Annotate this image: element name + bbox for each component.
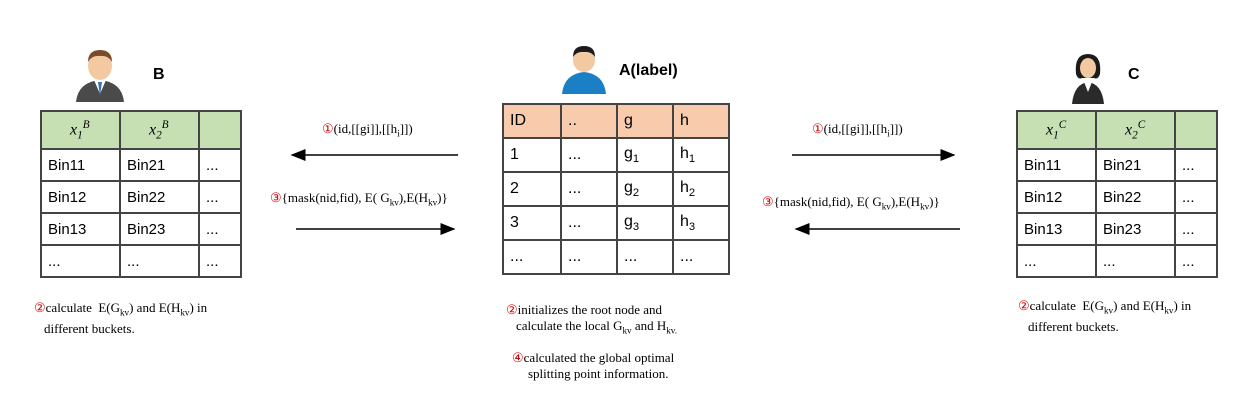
step-marker: ④ [512,350,524,365]
cell: ... [560,205,618,241]
table-row: ......... [1016,244,1218,278]
step1-label-left: ①(id,[[gi]],[[hi]]) [322,121,413,139]
party-b-label: B [153,66,165,83]
cell: ... [672,239,730,275]
step1-label-right: ①(id,[[gi]],[[hi]]) [812,121,903,139]
header-id: ID [502,103,562,139]
party-c-label: C [1128,66,1140,83]
cell: ... [198,244,242,278]
cell: ... [40,244,121,278]
party-a-label: A(label) [619,62,678,79]
step-marker: ② [1018,298,1030,313]
cell: g1 [616,137,674,173]
cell: Bin11 [1016,148,1097,182]
cell: ... [560,137,618,173]
cell: Bin23 [1095,212,1176,246]
cell: ... [502,239,562,275]
cell: Bin23 [119,212,200,246]
step-marker: ③ [270,190,282,205]
cell: ... [198,180,242,214]
cell: 3 [502,205,562,241]
cell: Bin22 [119,180,200,214]
cell: ... [1174,148,1218,182]
header-x1-b: x1B [40,110,121,150]
step-marker: ② [34,300,46,315]
step3-label-left: ③{mask(nid,fid), E( Gkv),E(Hkv)} [270,190,448,208]
step3-label-right: ③{mask(nid,fid), E( Gkv),E(Hkv)} [762,194,940,212]
header-empty-c [1174,110,1218,150]
cell: ... [119,244,200,278]
table-row: ............ [502,239,730,275]
cell: Bin22 [1095,180,1176,214]
header-dots: .. [560,103,618,139]
cell: Bin13 [40,212,121,246]
table-row: ......... [40,244,242,278]
cell: h1 [672,137,730,173]
cell: ... [1174,212,1218,246]
step-marker: ② [506,302,518,317]
cell: ... [198,212,242,246]
user-b-icon [76,50,124,102]
step-marker: ① [322,121,334,136]
cell: Bin11 [40,148,121,182]
header-h: h [672,103,730,139]
cell: h3 [672,205,730,241]
cell: 2 [502,171,562,207]
cell: Bin12 [1016,180,1097,214]
cell: h2 [672,171,730,207]
cell: ... [1095,244,1176,278]
user-c-icon [1072,54,1104,104]
cell: ... [1174,244,1218,278]
step-marker: ① [812,121,824,136]
header-g: g [616,103,674,139]
cell: 1 [502,137,562,173]
cell: ... [1174,180,1218,214]
header-x2-c: x2C [1095,110,1176,150]
cell: ... [616,239,674,275]
cell: g3 [616,205,674,241]
cell: Bin12 [40,180,121,214]
step-marker: ③ [762,194,774,209]
cell: Bin21 [1095,148,1176,182]
cell: Bin21 [119,148,200,182]
user-a-icon [562,46,606,94]
cell: ... [1016,244,1097,278]
cell: ... [198,148,242,182]
cell: ... [560,239,618,275]
cell: ... [560,171,618,207]
cell: g2 [616,171,674,207]
header-x1-c: x1C [1016,110,1097,150]
header-x2-b: x2B [119,110,200,150]
header-empty-b [198,110,242,150]
cell: Bin13 [1016,212,1097,246]
